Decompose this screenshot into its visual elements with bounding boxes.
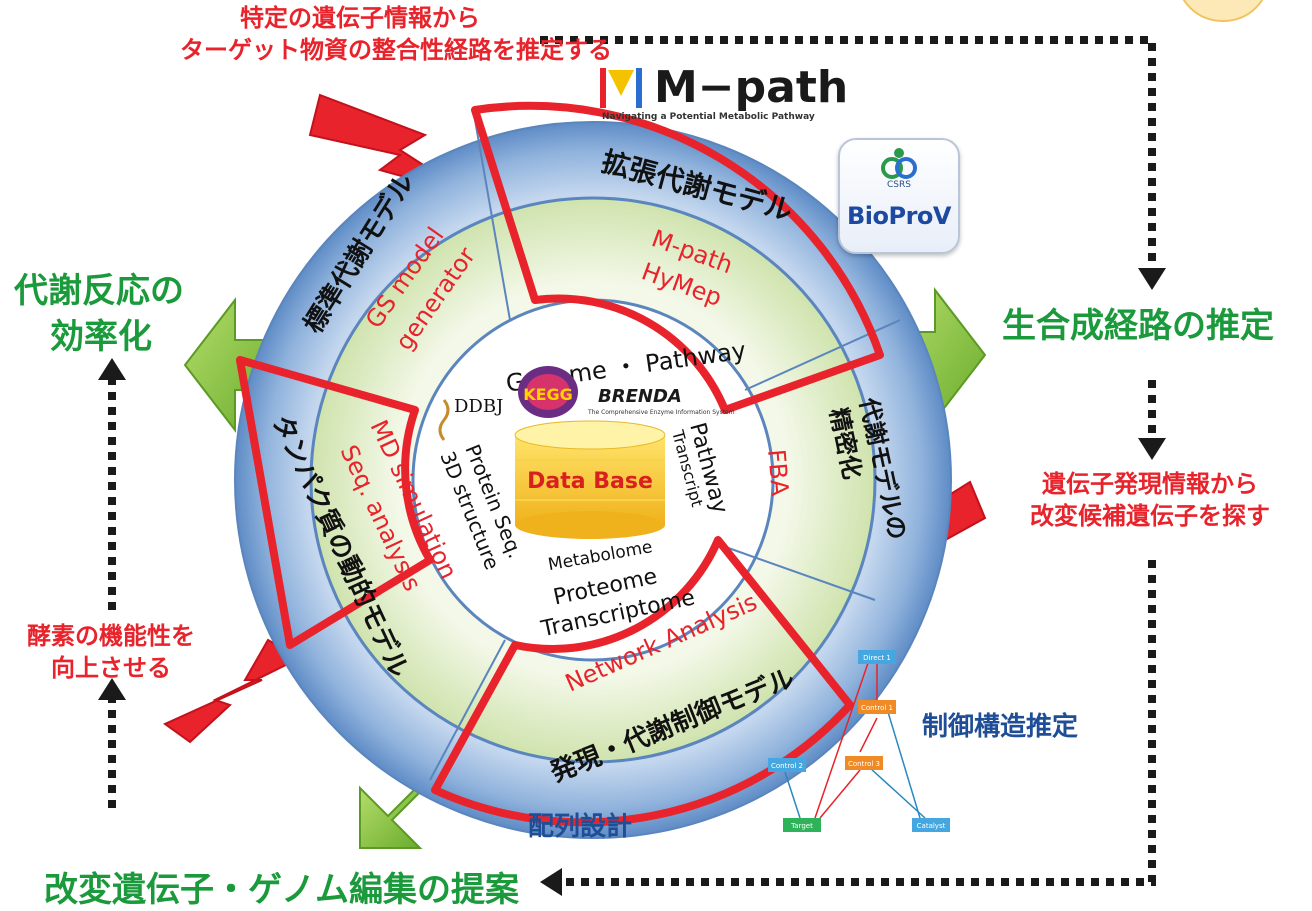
mpath-mark-icon bbox=[600, 68, 642, 108]
kegg-logo: KEGG bbox=[518, 366, 578, 418]
svg-text:Control 1: Control 1 bbox=[861, 704, 893, 712]
svg-text:Catalyst: Catalyst bbox=[917, 822, 946, 830]
sequence-design-label: 配列設計 bbox=[528, 812, 633, 842]
svg-text:DDBJ: DDBJ bbox=[454, 396, 503, 417]
svg-text:The Comprehensive Enzyme Infor: The Comprehensive Enzyme Information Sys… bbox=[587, 409, 735, 416]
top-note: 特定の遺伝子情報から ターゲット物資の整合性経路を推定する bbox=[180, 2, 612, 66]
database-icon: Data Base bbox=[514, 420, 666, 539]
brenda-logo: BRENDA The Comprehensive Enzyme Informat… bbox=[587, 386, 735, 416]
bioprov-sub: CSRS bbox=[887, 180, 911, 190]
svg-text:Data Base: Data Base bbox=[527, 469, 653, 494]
right-note-line2: 改変候補遺伝子を探す bbox=[1030, 502, 1270, 530]
top-note-line2: ターゲット物資の整合性経路を推定する bbox=[180, 36, 612, 64]
flow-dotted-lines bbox=[108, 36, 1156, 886]
dna-icon bbox=[438, 399, 450, 441]
svg-text:Target: Target bbox=[790, 822, 813, 830]
bioprov-mark-icon bbox=[881, 148, 917, 179]
svg-text:Direct 1: Direct 1 bbox=[863, 654, 891, 662]
top-note-line1: 特定の遺伝子情報から bbox=[240, 4, 480, 32]
right-note-line1: 遺伝子発現情報から bbox=[1042, 470, 1258, 498]
right-note: 遺伝子発現情報から 改変候補遺伝子を探す bbox=[990, 468, 1310, 532]
bioprov-text: BioProV bbox=[847, 202, 952, 230]
svg-text:BRENDA: BRENDA bbox=[598, 386, 682, 407]
network-diagram: Direct 1 Control 1 Control 2 Control 3 T… bbox=[768, 650, 950, 832]
highlight-outlines bbox=[236, 101, 884, 827]
left-green-line1: 代謝反応の bbox=[14, 271, 184, 311]
right-green-label: 生合成経路の推定 bbox=[1002, 306, 1274, 346]
svg-text:Control 2: Control 2 bbox=[771, 762, 803, 770]
left-green-line2: 効率化 bbox=[50, 317, 152, 357]
mpath-subtitle: Navigating a Potential Metabolic Pathway bbox=[602, 112, 815, 122]
left-note-line2: 向上させる bbox=[51, 654, 171, 682]
mpath-title: M−path bbox=[654, 62, 849, 113]
control-structure-label: 制御構造推定 bbox=[922, 712, 1079, 742]
left-note-line1: 酵素の機能性を bbox=[27, 622, 195, 650]
left-green-label: 代謝反応の 効率化 bbox=[14, 268, 184, 360]
svg-text:Control 3: Control 3 bbox=[848, 760, 880, 768]
left-note: 酵素の機能性を 向上させる bbox=[6, 620, 216, 684]
ddbj-logo: DDBJ bbox=[438, 396, 503, 441]
svg-text:KEGG: KEGG bbox=[523, 385, 573, 404]
ring-inner-fba: FBA bbox=[762, 448, 794, 498]
dotted-arrow-icon bbox=[98, 268, 1166, 896]
bioprov-logo: CSRS BioProV bbox=[838, 138, 960, 254]
bottom-green-label: 改変遺伝子・ゲノム編集の提案 bbox=[44, 870, 519, 910]
